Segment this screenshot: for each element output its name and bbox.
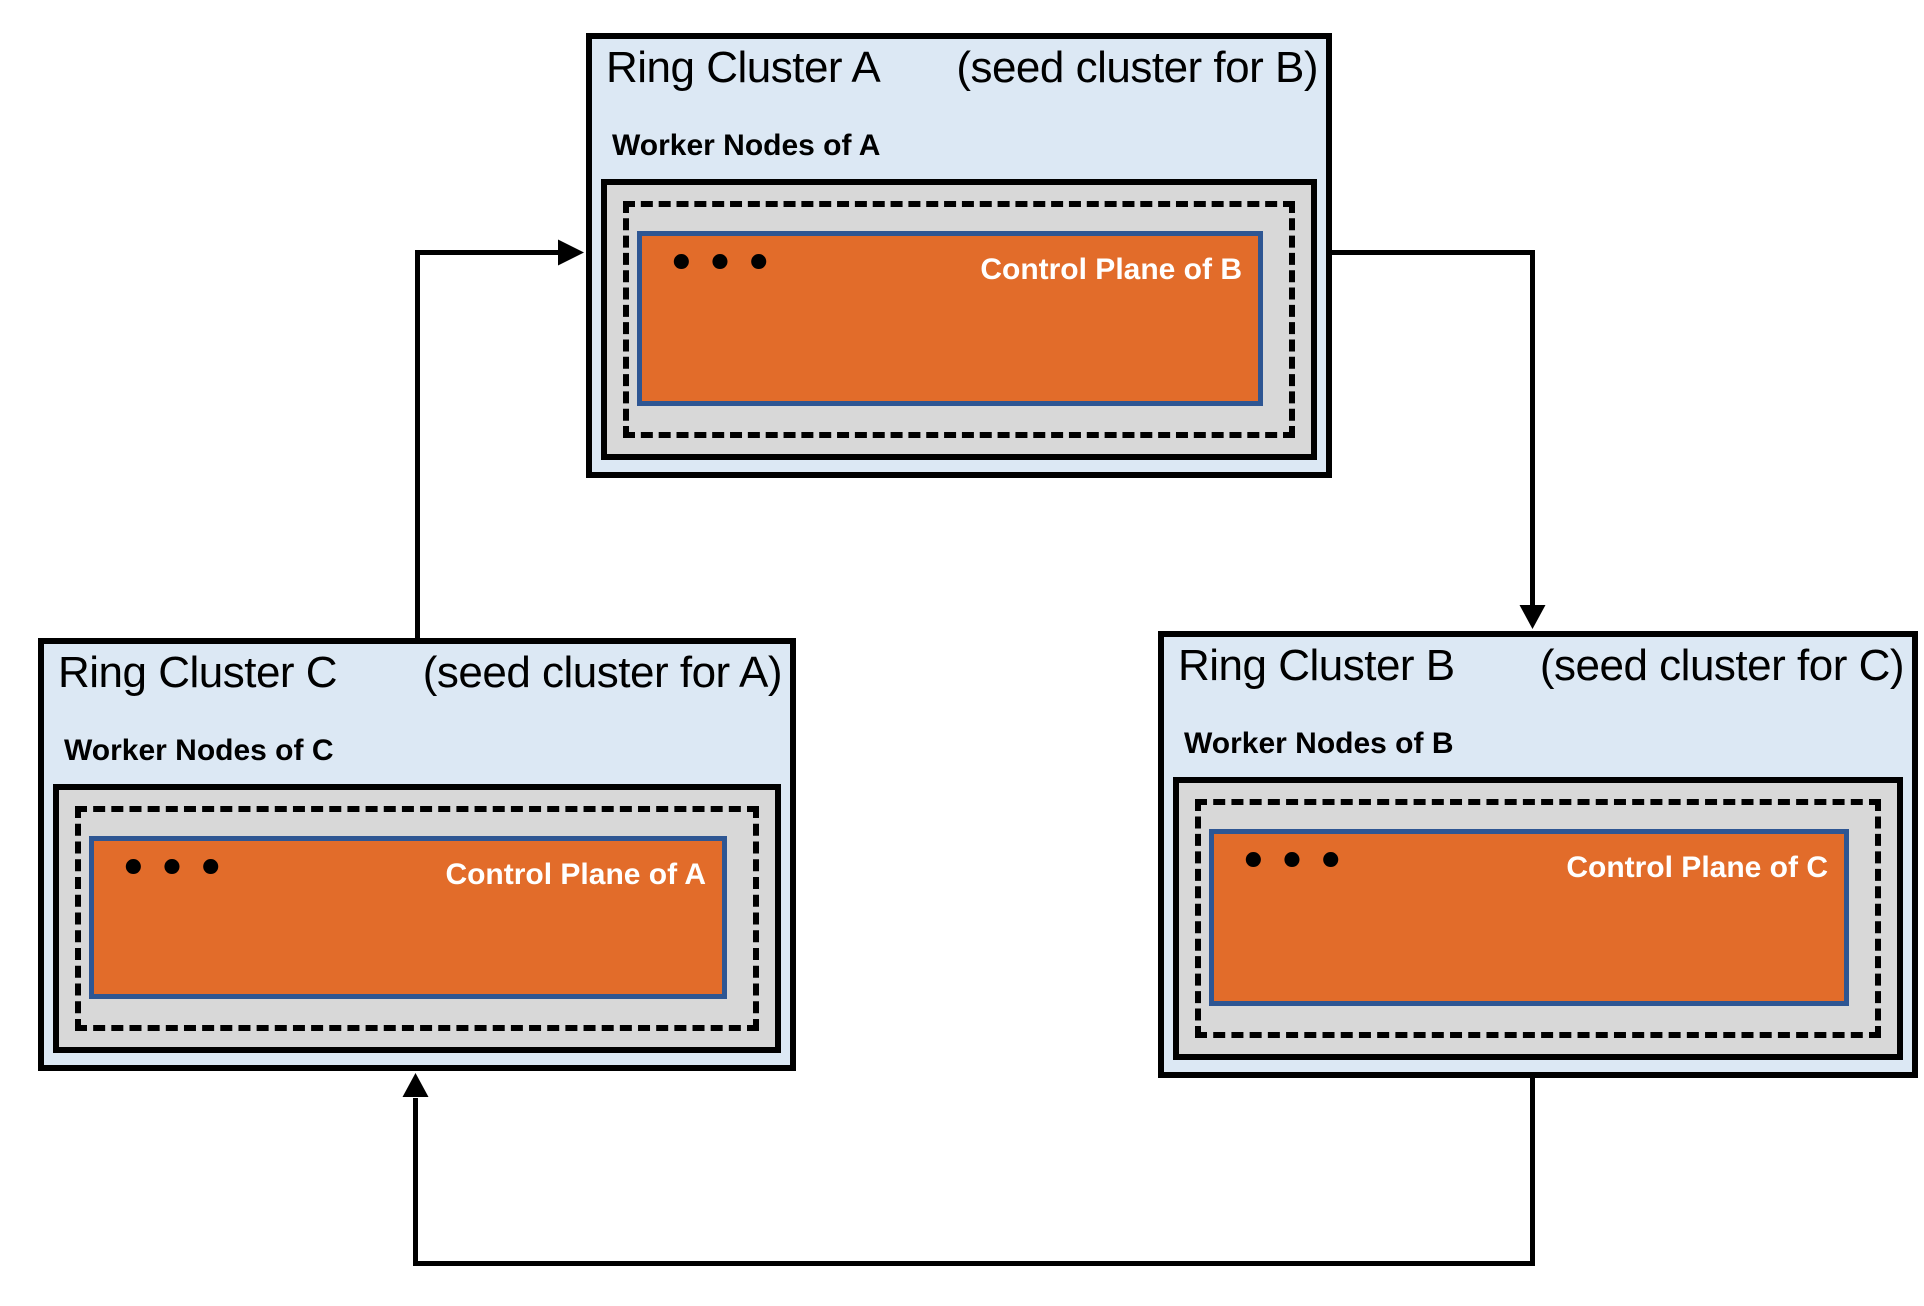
cluster-a-title-row: Ring Cluster A (seed cluster for B) <box>606 43 1318 93</box>
cluster-a-title: Ring Cluster A <box>606 43 881 92</box>
cluster-c-control-plane-box: ••• Control Plane of A <box>89 836 727 999</box>
cluster-box-b: Ring Cluster B (seed cluster for C) Work… <box>1158 631 1918 1078</box>
arrow-a-to-b <box>1330 250 1535 606</box>
cluster-a-worker-nodes-label: Worker Nodes of A <box>612 129 881 162</box>
cluster-a-dashed-boundary: ••• Control Plane of B <box>623 201 1295 438</box>
cluster-a-control-plane-label: Control Plane of B <box>980 253 1242 286</box>
cluster-a-seed-note: (seed cluster for B) <box>956 43 1318 92</box>
cluster-b-control-plane-box: ••• Control Plane of C <box>1209 829 1849 1006</box>
arrow-c-to-a <box>415 250 558 640</box>
ellipsis-dots: ••• <box>1238 832 1355 892</box>
cluster-c-control-plane-label: Control Plane of A <box>445 858 706 891</box>
cluster-b-worker-nodes-box: ••• Control Plane of C <box>1173 777 1903 1060</box>
ellipsis-dots: ••• <box>666 234 783 294</box>
arrowhead-b-to-c <box>402 1073 429 1097</box>
cluster-c-title-row: Ring Cluster C (seed cluster for A) <box>58 648 783 698</box>
arrowhead-a-to-b <box>1519 605 1546 629</box>
cluster-a-worker-nodes-box: ••• Control Plane of B <box>601 179 1317 460</box>
cluster-b-title-row: Ring Cluster B (seed cluster for C) <box>1178 641 1905 691</box>
cluster-c-dashed-boundary: ••• Control Plane of A <box>75 806 759 1031</box>
cluster-b-control-plane-label: Control Plane of C <box>1566 851 1828 884</box>
cluster-box-a: Ring Cluster A (seed cluster for B) Work… <box>586 33 1332 478</box>
arrowhead-c-to-a <box>558 239 584 266</box>
cluster-c-worker-nodes-label: Worker Nodes of C <box>64 734 334 767</box>
cluster-b-worker-nodes-label: Worker Nodes of B <box>1184 727 1454 760</box>
cluster-a-control-plane-box: ••• Control Plane of B <box>637 231 1263 406</box>
arrow-b-to-c <box>413 1076 1535 1266</box>
cluster-b-seed-note: (seed cluster for C) <box>1539 641 1905 690</box>
cluster-c-title: Ring Cluster C <box>58 648 338 697</box>
cluster-box-c: Ring Cluster C (seed cluster for A) Work… <box>38 638 796 1071</box>
cluster-c-seed-note: (seed cluster for A) <box>422 648 783 697</box>
ellipsis-dots: ••• <box>118 839 235 899</box>
cluster-c-worker-nodes-box: ••• Control Plane of A <box>53 784 781 1053</box>
cluster-b-dashed-boundary: ••• Control Plane of C <box>1195 799 1881 1038</box>
cluster-b-title: Ring Cluster B <box>1178 641 1455 690</box>
